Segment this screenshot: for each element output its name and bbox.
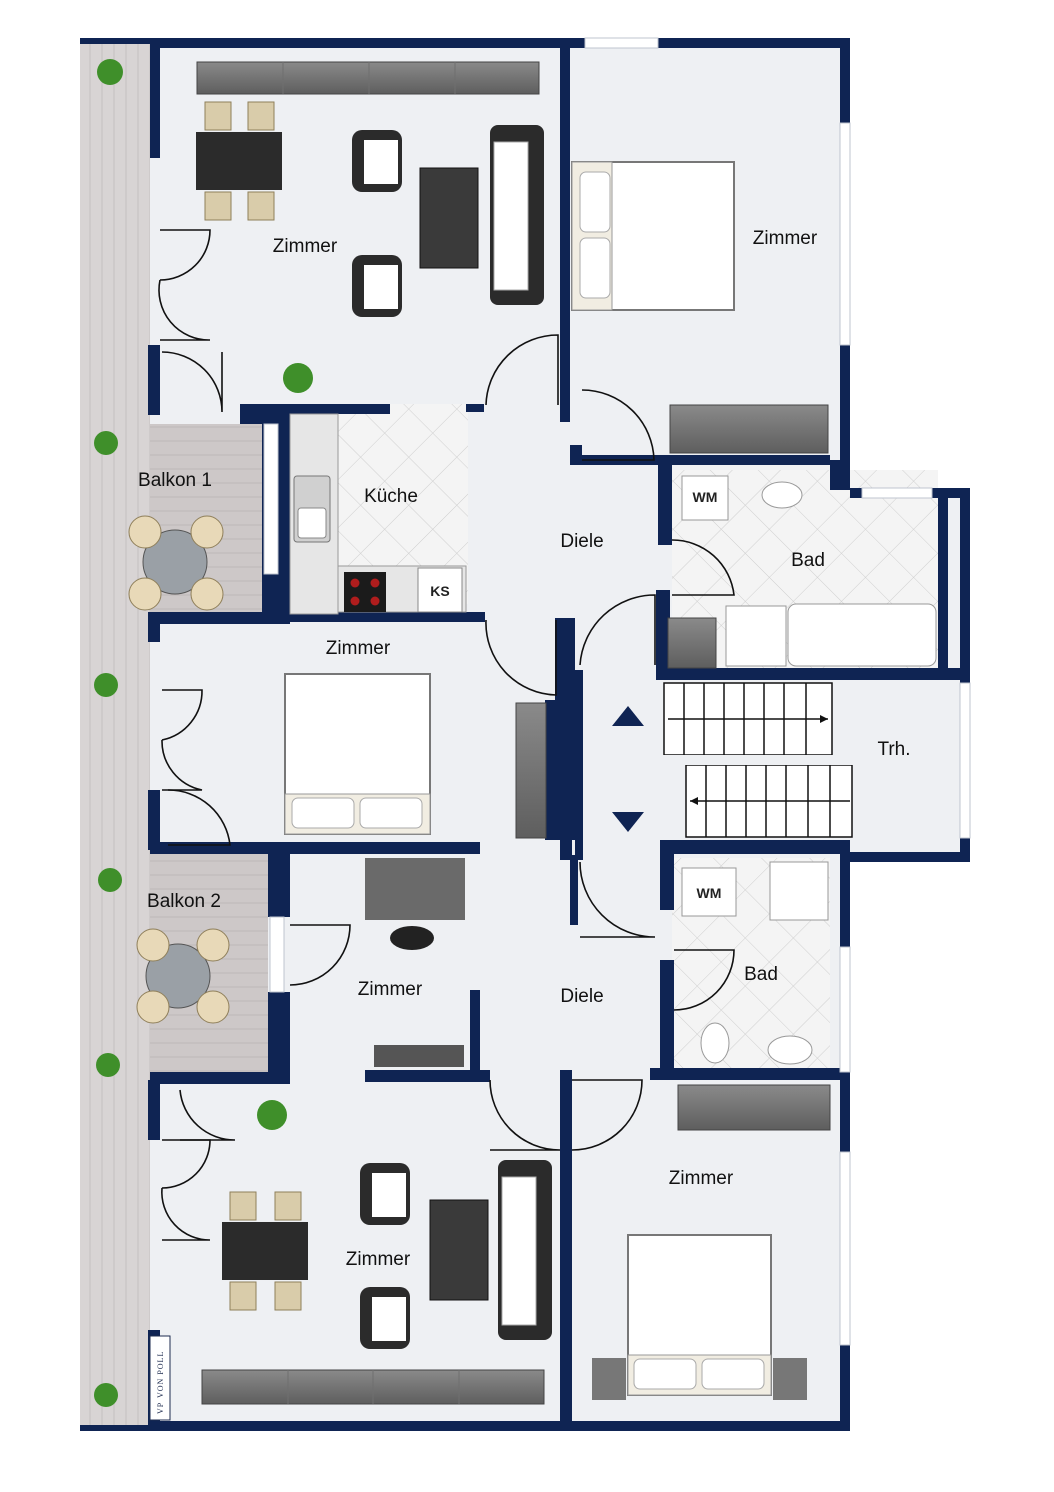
- coffee-table-top: [419, 167, 479, 269]
- door-ne: [581, 389, 655, 461]
- sideboard: [374, 1045, 464, 1067]
- plant-icon: [257, 1100, 287, 1130]
- window-balkon-1: [263, 423, 279, 575]
- kitchen-counter: [289, 413, 467, 615]
- washbasin-top: [761, 481, 803, 509]
- door-stairs: [579, 594, 656, 666]
- triangle-down-icon: [612, 812, 644, 832]
- window-east-2: [959, 682, 971, 839]
- plant-icon: [283, 363, 313, 393]
- door-bottom-right: [571, 1079, 643, 1151]
- toilet-bottom: [700, 1022, 730, 1064]
- plant-icon: [97, 59, 123, 85]
- coffee-table-bottom: [429, 1199, 489, 1301]
- label-wm-bottom: WM: [697, 885, 722, 901]
- wardrobe-se: [677, 1084, 831, 1131]
- door-swings: [158, 229, 735, 1241]
- label-zimmer-center: Zimmer: [358, 979, 423, 1000]
- label-balkon-1: Balkon 1: [138, 470, 212, 491]
- label-zimmer-ne: Zimmer: [753, 228, 818, 249]
- plant-icon: [98, 868, 122, 892]
- door-sw-balkon: [179, 1089, 236, 1141]
- room-labels: Zimmer Zimmer Küche Diele Bad Zimmer Trh…: [138, 228, 911, 1270]
- triangle-up-icon: [612, 706, 644, 726]
- door-bottom-left: [489, 1079, 561, 1151]
- door-nw-2: [158, 279, 211, 341]
- plant-icon: [96, 1053, 120, 1077]
- washbasin-bottom: [767, 1035, 813, 1065]
- label-diele-top: Diele: [560, 531, 603, 552]
- washing-machine-bottom: [681, 867, 737, 917]
- logo-name: VON POLL: [156, 1351, 165, 1398]
- shower-bottom: [769, 861, 829, 921]
- door-nw-balkon: [161, 351, 223, 413]
- wardrobe-nw: [196, 61, 540, 95]
- dining-table-top: [196, 132, 282, 190]
- label-balkon-2: Balkon 2: [147, 891, 221, 912]
- plant-icon: [94, 673, 118, 697]
- window-east-1: [839, 122, 851, 346]
- door-sw-2: [161, 1187, 211, 1241]
- window-balkon-2: [269, 916, 285, 993]
- label-ks: KS: [430, 583, 449, 599]
- door-mid-left-1: [161, 689, 203, 741]
- desk-area: [365, 858, 465, 1067]
- window-east-3: [839, 946, 851, 1073]
- shower-top: [725, 605, 787, 667]
- windows: [263, 37, 971, 1346]
- label-zimmer-sw: Zimmer: [346, 1249, 411, 1270]
- dining-table-bottom: [222, 1222, 308, 1280]
- balcony-table-1: [142, 529, 208, 595]
- cabinet-bath: [667, 617, 717, 669]
- plant-icon: [94, 1383, 118, 1407]
- label-zimmer-nw: Zimmer: [273, 236, 338, 257]
- balcony-furniture: [128, 515, 230, 1024]
- plants: [94, 59, 313, 1407]
- door-bath-top: [671, 539, 735, 596]
- wardrobe-ne: [669, 404, 829, 454]
- door-bath-bottom: [673, 949, 735, 1011]
- door-mid: [485, 619, 557, 696]
- fridge: [417, 567, 463, 613]
- label-diele-bottom: Diele: [560, 986, 603, 1007]
- desk: [365, 858, 465, 920]
- beds: [284, 161, 807, 1400]
- bathtub: [787, 603, 937, 667]
- door-stairs-lower: [579, 861, 656, 938]
- door-center-balkon: [289, 924, 351, 986]
- label-zimmer-mid: Zimmer: [326, 638, 391, 659]
- staircase: [612, 682, 854, 838]
- bath-fixtures: [681, 475, 937, 1065]
- label-kueche: Küche: [364, 486, 418, 507]
- door-top-corridor: [485, 334, 559, 406]
- window-east-4: [839, 1151, 851, 1346]
- label-zimmer-se: Zimmer: [669, 1168, 734, 1189]
- living-furniture: [352, 125, 552, 1349]
- balcony-table-2: [145, 943, 211, 1009]
- door-mid-balkon: [167, 789, 231, 846]
- door-mid-left-2: [161, 739, 203, 791]
- brand-logo: VP VON POLL: [149, 1335, 171, 1421]
- label-bad-bottom: Bad: [744, 964, 778, 985]
- door-nw-1: [159, 229, 211, 281]
- cooktop: [344, 572, 386, 612]
- dining-sets: [196, 101, 308, 1311]
- logo-monogram: VP: [156, 1402, 165, 1414]
- wardrobe-mid: [515, 702, 547, 839]
- plant-icon: [94, 431, 118, 455]
- window-top: [584, 37, 659, 49]
- label-wm-top: WM: [693, 489, 718, 505]
- label-treppenhaus: Trh.: [877, 739, 910, 760]
- door-sw-1: [161, 1139, 211, 1189]
- window-bath: [861, 487, 933, 499]
- washing-machine-top: [681, 475, 729, 521]
- label-bad-top: Bad: [791, 550, 825, 571]
